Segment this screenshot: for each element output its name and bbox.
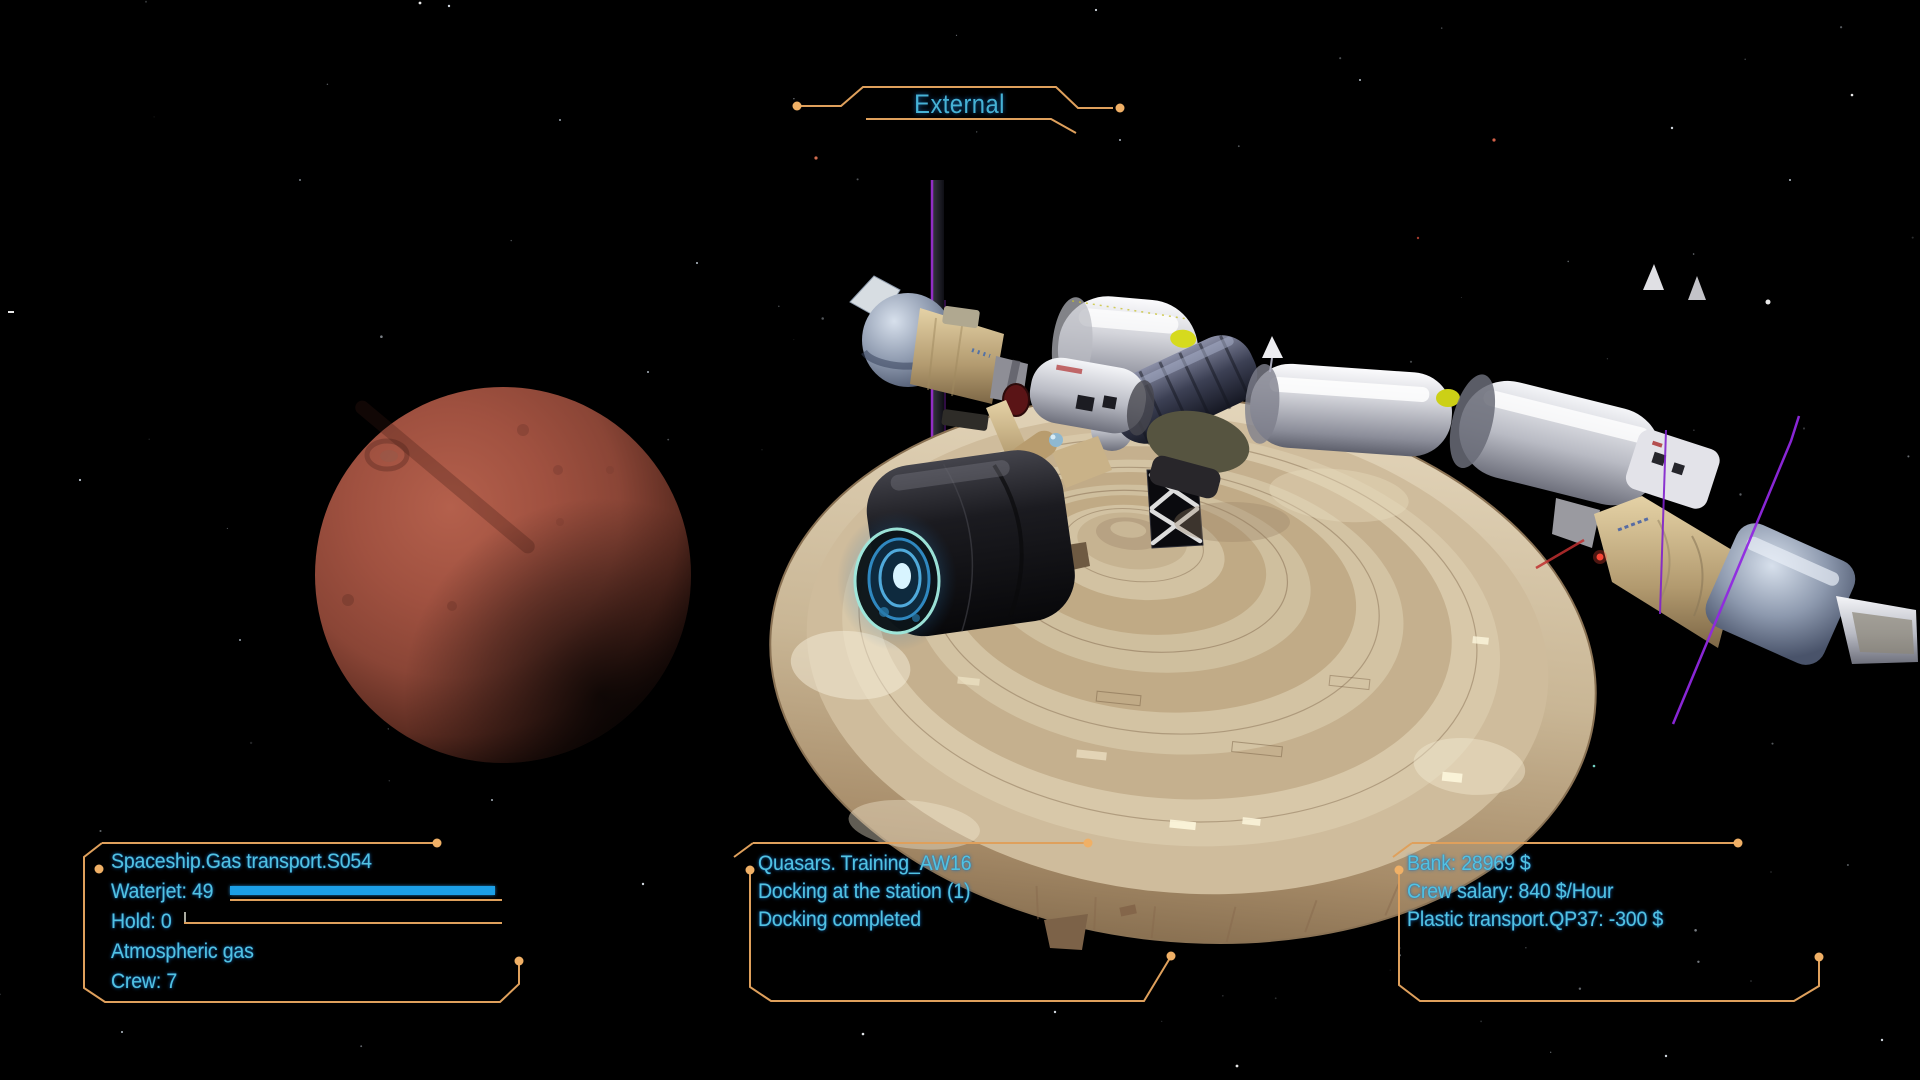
view-mode-banner[interactable]: External <box>792 80 1133 140</box>
white-connector <box>1625 429 1720 509</box>
hold-label: Hold: <box>111 910 156 933</box>
docked-ship-right <box>1535 496 1918 665</box>
docking-result: Docking completed <box>758 908 921 931</box>
waterjet-bar-underline <box>230 899 502 901</box>
beacon-light <box>1436 389 1460 407</box>
docked-ship-left <box>849 275 1030 431</box>
ship-title: Spaceship.Gas transport.S054 <box>111 850 372 873</box>
space-station <box>769 180 1918 950</box>
waterjet-value: 49 <box>191 880 214 903</box>
antenna-dish-icon <box>1262 264 1706 373</box>
silver-tank <box>1245 363 1452 457</box>
crew-label: Crew: <box>111 970 162 993</box>
banner-frame <box>792 86 1125 134</box>
hold-value: 0 <box>160 910 172 933</box>
station-saucer <box>769 394 1597 944</box>
engine-module <box>837 450 1075 651</box>
station-name: Quasars. Training_AW16 <box>758 852 972 875</box>
hold-bar-tick <box>184 912 186 922</box>
planet <box>315 387 691 763</box>
antenna-line-icon <box>1659 299 1801 725</box>
panel-frame <box>1392 838 1824 1002</box>
crew-value: 7 <box>166 970 178 993</box>
crew-module <box>1029 357 1155 436</box>
hold-bar <box>184 913 502 922</box>
waterjet-label: Waterjet: <box>111 880 187 903</box>
right-capsule <box>1449 374 1662 506</box>
panel-frame <box>733 838 1176 1002</box>
cargo-type: Atmospheric gas <box>111 940 254 963</box>
crew-salary: Crew salary: 840 $/Hour <box>1407 880 1614 903</box>
waterjet-bar-fill <box>230 886 496 895</box>
hold-bar-underline <box>184 922 502 924</box>
ship-status-panel: Spaceship.Gas transport.S054 Waterjet: 4… <box>83 838 524 1004</box>
finance-panel: Bank: 28969 $ Crew salary: 840 $/Hour Pl… <box>1392 838 1824 1003</box>
panel-frame <box>83 838 524 1003</box>
station-message-panel: Quasars. Training_AW16 Docking at the st… <box>733 838 1176 1003</box>
bank-balance: Bank: 28969 $ <box>1407 852 1531 875</box>
contract-income: Plastic transport.QP37: -300 $ <box>1407 908 1664 931</box>
docking-status: Docking at the station (1) <box>758 880 971 903</box>
waterjet-bar <box>230 886 498 895</box>
view-mode-label: External <box>914 89 1005 119</box>
